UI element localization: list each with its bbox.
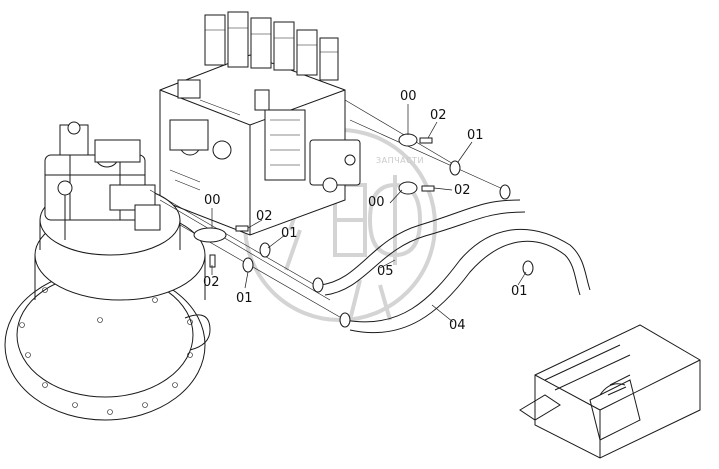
watermark-caption: ЗАПЧАСТИ <box>376 156 425 165</box>
callout-00-upper: 00 <box>400 89 417 104</box>
callout-05-hose: 05 <box>377 264 394 279</box>
o-rings <box>242 160 534 328</box>
bolts <box>209 137 435 268</box>
excavator-thumbnail <box>519 324 701 459</box>
callout-00-left: 00 <box>204 193 221 208</box>
callout-00-middle: 00 <box>368 195 385 210</box>
callout-01-lower: 01 <box>236 291 253 306</box>
callout-01-upper: 01 <box>467 128 484 143</box>
control-valve <box>159 11 361 236</box>
callout-02-lower: 02 <box>203 275 220 290</box>
callout-01-left: 01 <box>281 226 298 241</box>
callout-02-middle: 02 <box>454 183 471 198</box>
swing-motor <box>4 121 211 421</box>
hose-04 <box>344 228 591 334</box>
leader-lines <box>211 104 527 323</box>
flange-upper <box>193 133 418 243</box>
callout-02-upper: 02 <box>430 108 447 123</box>
callout-04-hose: 04 <box>449 318 466 333</box>
hose-05 <box>319 199 526 296</box>
callout-01-right: 01 <box>511 284 528 299</box>
callout-02-left: 02 <box>256 209 273 224</box>
